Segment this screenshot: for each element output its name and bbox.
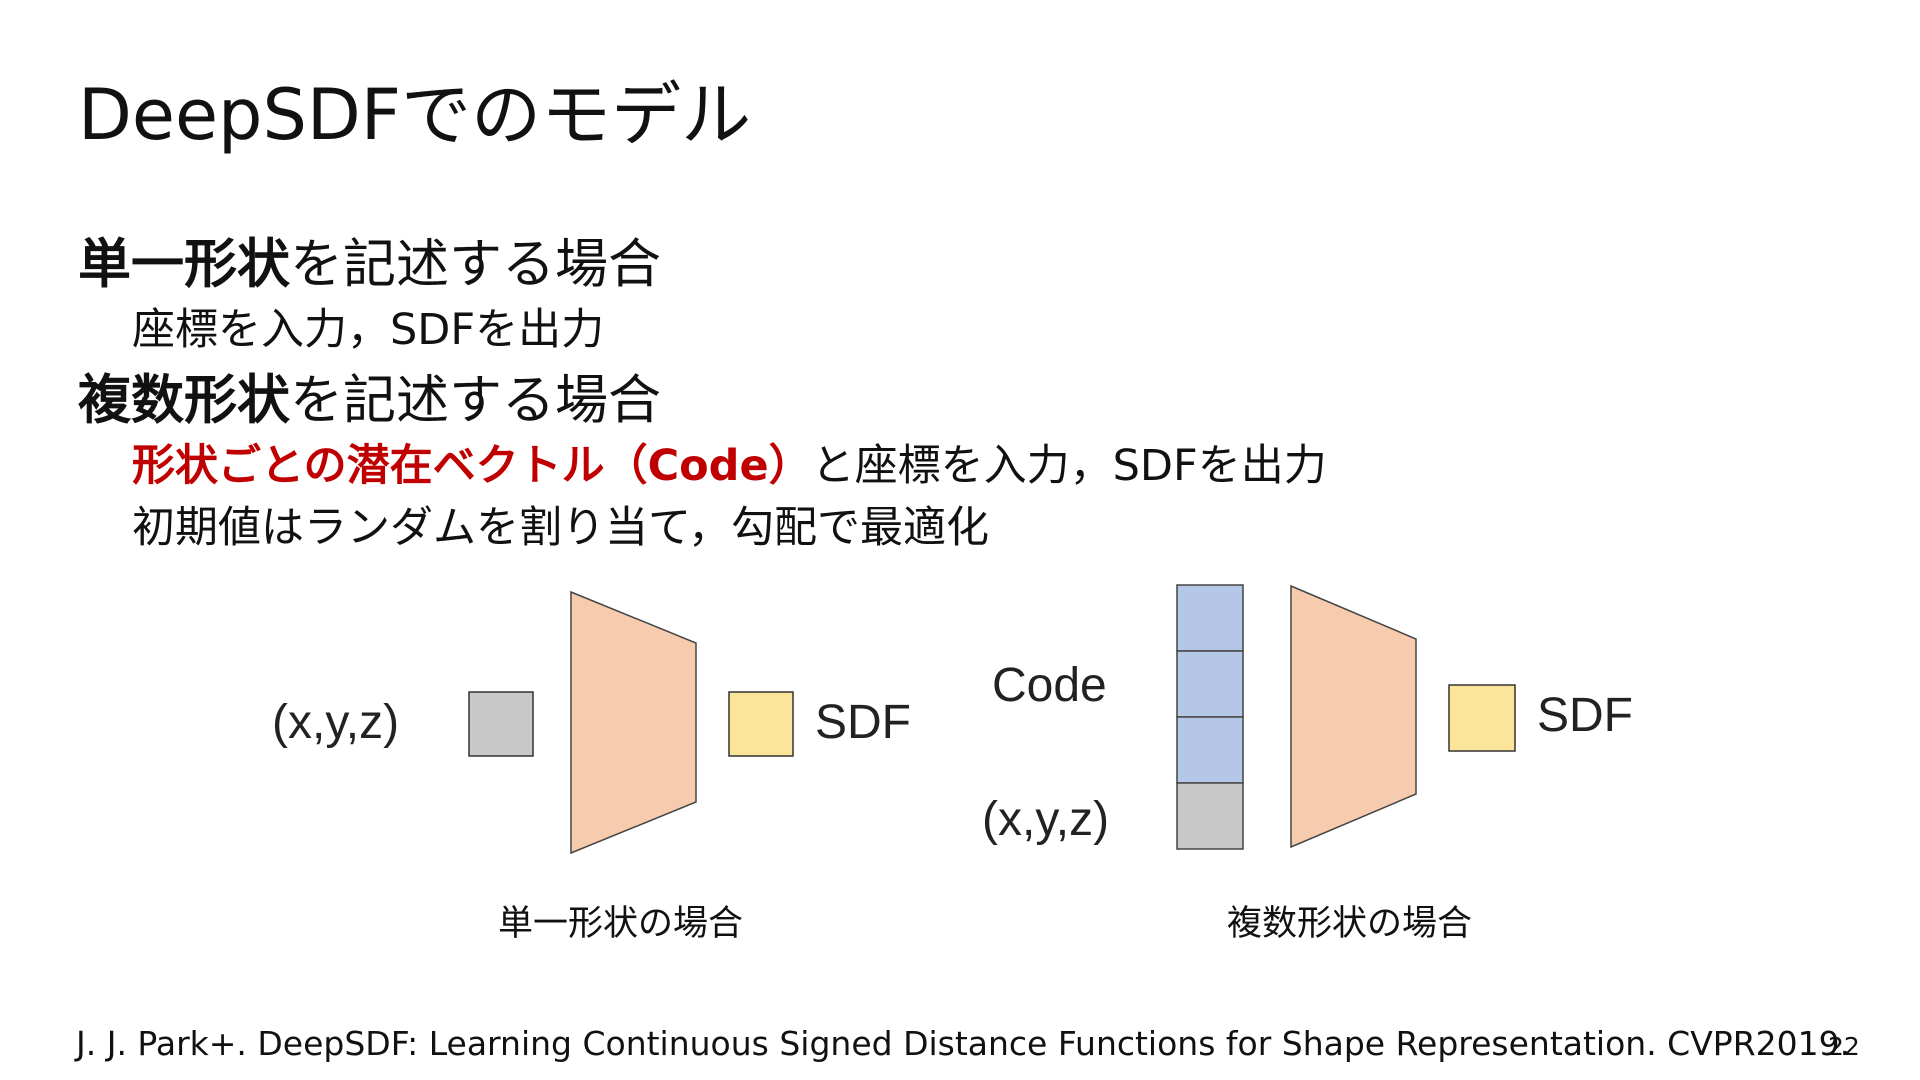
bullet-single-sub: 座標を入力，SDFを出力 — [132, 305, 605, 355]
multi-caption: 複数形状の場合 — [1227, 904, 1473, 944]
citation: J. J. Park+. DeepSDF: Learning Continuou… — [76, 1024, 1851, 1063]
page-number: 22 — [1828, 1032, 1860, 1061]
single-caption: 単一形状の場合 — [498, 904, 744, 944]
bullet-multi-rest: を記述する場合 — [290, 370, 661, 431]
bullet-multi-sub2: 初期値はランダムを割り当て，勾配で最適化 — [132, 503, 989, 553]
single-output-label: SDF — [815, 696, 911, 749]
multi-code-label: Code — [992, 659, 1107, 712]
code-box-2 — [1176, 650, 1244, 718]
multi-shape-diagram — [1176, 584, 1516, 850]
page-title: DeepSDFでのモデル — [78, 74, 752, 156]
bullet-multi-bold: 複数形状 — [78, 370, 290, 431]
multi-input-box — [1176, 782, 1244, 850]
single-shape-diagram — [468, 590, 794, 855]
single-output-box — [728, 691, 794, 757]
latent-code-highlight: 形状ごとの潜在ベクトル（Code） — [132, 441, 812, 491]
multi-output-label: SDF — [1537, 689, 1633, 742]
single-input-label: (x,y,z) — [272, 696, 400, 749]
bullet-single-bold: 単一形状 — [78, 234, 290, 295]
multi-network-trapezoid — [1290, 584, 1417, 849]
code-box-3 — [1176, 716, 1244, 784]
single-network-trapezoid — [570, 590, 697, 855]
code-box-1 — [1176, 584, 1244, 652]
multi-output-box — [1448, 684, 1516, 752]
bullet-multi-sub1: 形状ごとの潜在ベクトル（Code）と座標を入力，SDFを出力 — [132, 438, 1327, 494]
single-input-box — [468, 691, 534, 757]
multi-input-label: (x,y,z) — [982, 793, 1110, 846]
bullet-multi-shape: 複数形状を記述する場合 — [78, 368, 661, 434]
bullet-multi-sub1-rest: と座標を入力，SDFを出力 — [811, 441, 1327, 491]
bullet-single-rest: を記述する場合 — [290, 234, 661, 295]
bullet-single-shape: 単一形状を記述する場合 — [78, 232, 661, 298]
